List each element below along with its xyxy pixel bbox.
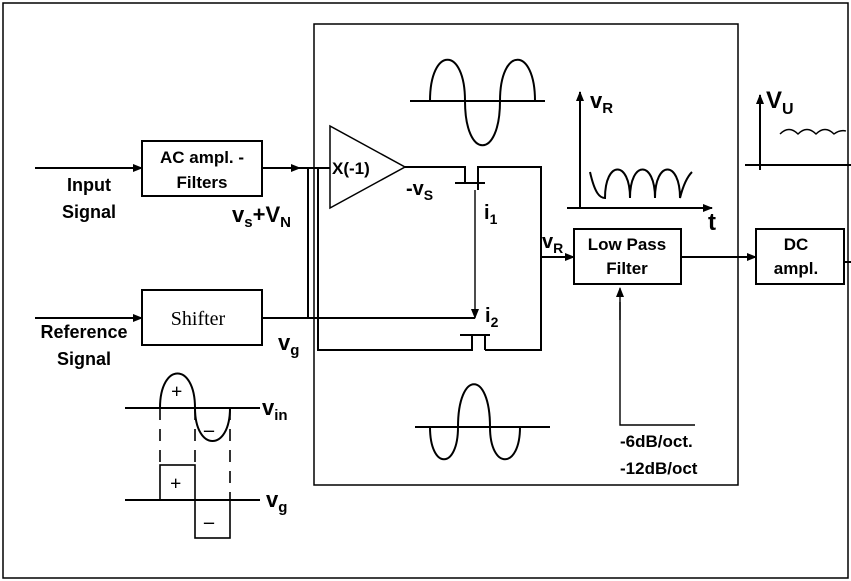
i2-label: i2 [485, 305, 499, 330]
ac-amplifier-filters-block [141, 140, 263, 197]
slope-6db-label: -6dB/oct. [620, 432, 693, 451]
signal-split-direct [317, 168, 473, 351]
vg-wave-label: vg [266, 487, 287, 516]
ac-amplifier-label-1: AC ampl. - [160, 148, 244, 167]
reference-signal-label-2: Signal [57, 349, 111, 369]
vr-axis-label: vR [590, 88, 613, 117]
inverter-triangle [329, 124, 407, 210]
dc-amp-label-2: ampl. [774, 259, 818, 278]
vg-negative-pulse [194, 499, 231, 539]
t-axis-label: t [708, 209, 716, 236]
slope-12db-label: -12dB/oct [620, 459, 698, 478]
vs-vn-label: vs+VN [232, 202, 291, 231]
input-signal-label-2: Signal [62, 202, 116, 222]
vin-plus-sign: + [171, 381, 182, 403]
neg-vs-label: -vS [406, 178, 433, 203]
reference-signal-label-1: Reference [40, 322, 127, 342]
dc-amp-label-1: DC [784, 235, 809, 254]
vr-rectified-wave [589, 168, 693, 200]
vin-minus-sign: – [203, 419, 215, 441]
inverter-output-line [405, 166, 466, 183]
detector-box [313, 23, 739, 486]
shifter-label: Shifter [171, 308, 226, 330]
lpf-label-2: Filter [606, 259, 648, 278]
vu-label: VU [766, 87, 794, 118]
vr-label: vR [542, 231, 563, 256]
switch1-body [477, 166, 542, 351]
upper-sine-wave [429, 58, 536, 146]
dc-amplifier-block [755, 228, 845, 285]
ac-amplifier-label-2: Filters [176, 173, 227, 192]
lpf-label-1: Low Pass [588, 235, 666, 254]
input-signal-label-1: Input [67, 175, 111, 195]
lower-sine-wave [429, 383, 521, 460]
vg-label: vg [278, 330, 299, 359]
i1-label: i1 [484, 202, 498, 227]
vg-plus-sign: + [170, 473, 181, 495]
inverter-label: X(-1) [332, 159, 370, 178]
vin-label: vin [262, 395, 288, 424]
slope-control-line [619, 302, 695, 426]
vg-positive-pulse [159, 464, 196, 501]
vg-minus-sign: – [203, 511, 215, 533]
vu-ripple-wave [779, 128, 847, 135]
